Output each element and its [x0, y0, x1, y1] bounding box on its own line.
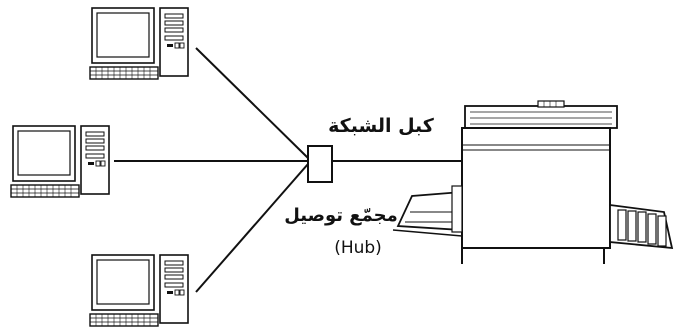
cable-top-computer [195, 47, 309, 159]
printer-icon [392, 100, 674, 264]
computer-bottom [89, 254, 189, 327]
computer-icon [10, 125, 110, 198]
network-cables [114, 47, 464, 293]
hub-label-arabic: مجمّع توصيل [284, 205, 398, 226]
network-cable-label: كبل الشبكة [328, 115, 435, 137]
hub-label-english: (Hub) [334, 238, 382, 258]
hub-icon [307, 145, 333, 183]
cable-bottom-computer [195, 163, 309, 293]
computer-icon [89, 254, 189, 327]
computer-middle [10, 125, 110, 198]
computer-top [89, 7, 189, 80]
computer-icon [89, 7, 189, 80]
